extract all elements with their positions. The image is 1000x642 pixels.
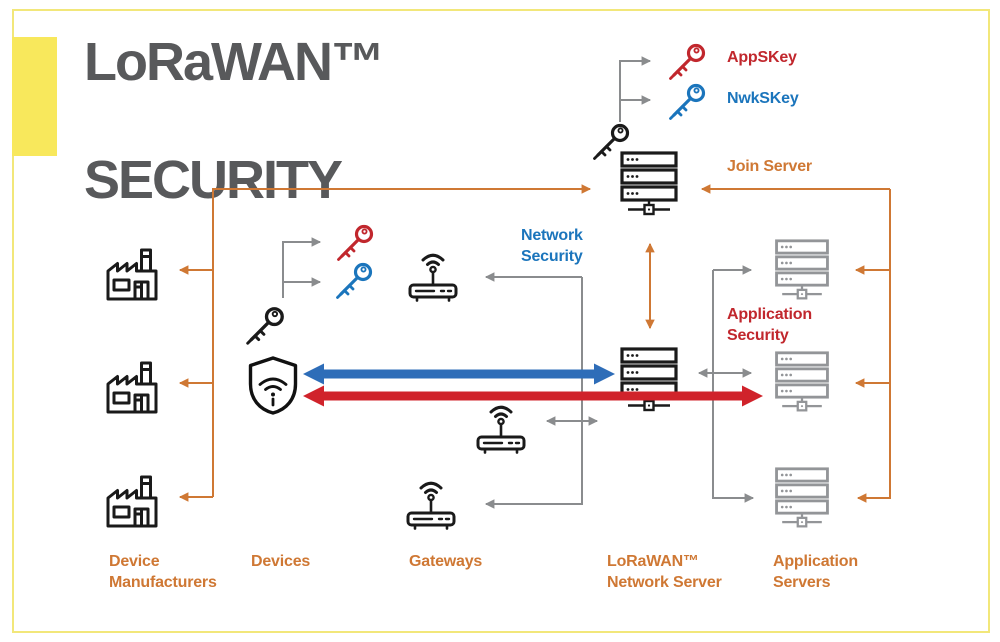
key-icon-black <box>593 123 630 160</box>
device-manufacturers-label: Device Manufacturers <box>109 553 217 591</box>
server-rack-icon-application <box>775 239 829 300</box>
application-servers-label: Application Servers <box>773 553 858 591</box>
nwkskey-label: NwkSKey <box>727 90 799 107</box>
factory-icon <box>106 361 158 414</box>
join-server-label: Join Server <box>727 158 812 175</box>
key-icon-red <box>669 43 706 80</box>
yellow-accent-block <box>12 37 57 156</box>
server-rack-icon-network <box>620 347 678 412</box>
factory-icon <box>106 248 158 301</box>
server-rack-icon-join <box>620 151 678 216</box>
devices-label: Devices <box>251 553 311 570</box>
factory-icon <box>106 475 158 528</box>
network-security-label: Network Security <box>521 227 583 265</box>
server-rack-icon-application <box>775 467 829 528</box>
server-rack-icon-application <box>775 351 829 412</box>
application-security-label: Application Security <box>727 306 812 344</box>
gateways-label: Gateways <box>409 553 483 570</box>
yellow-frame-border <box>12 9 990 633</box>
lorawan-network-server-label: LoRaWAN™ Network Server <box>607 553 722 591</box>
key-icon-blue <box>669 83 706 120</box>
title-line1: LoRaWAN™ <box>84 32 385 92</box>
appskey-label: AppSKey <box>727 49 797 66</box>
